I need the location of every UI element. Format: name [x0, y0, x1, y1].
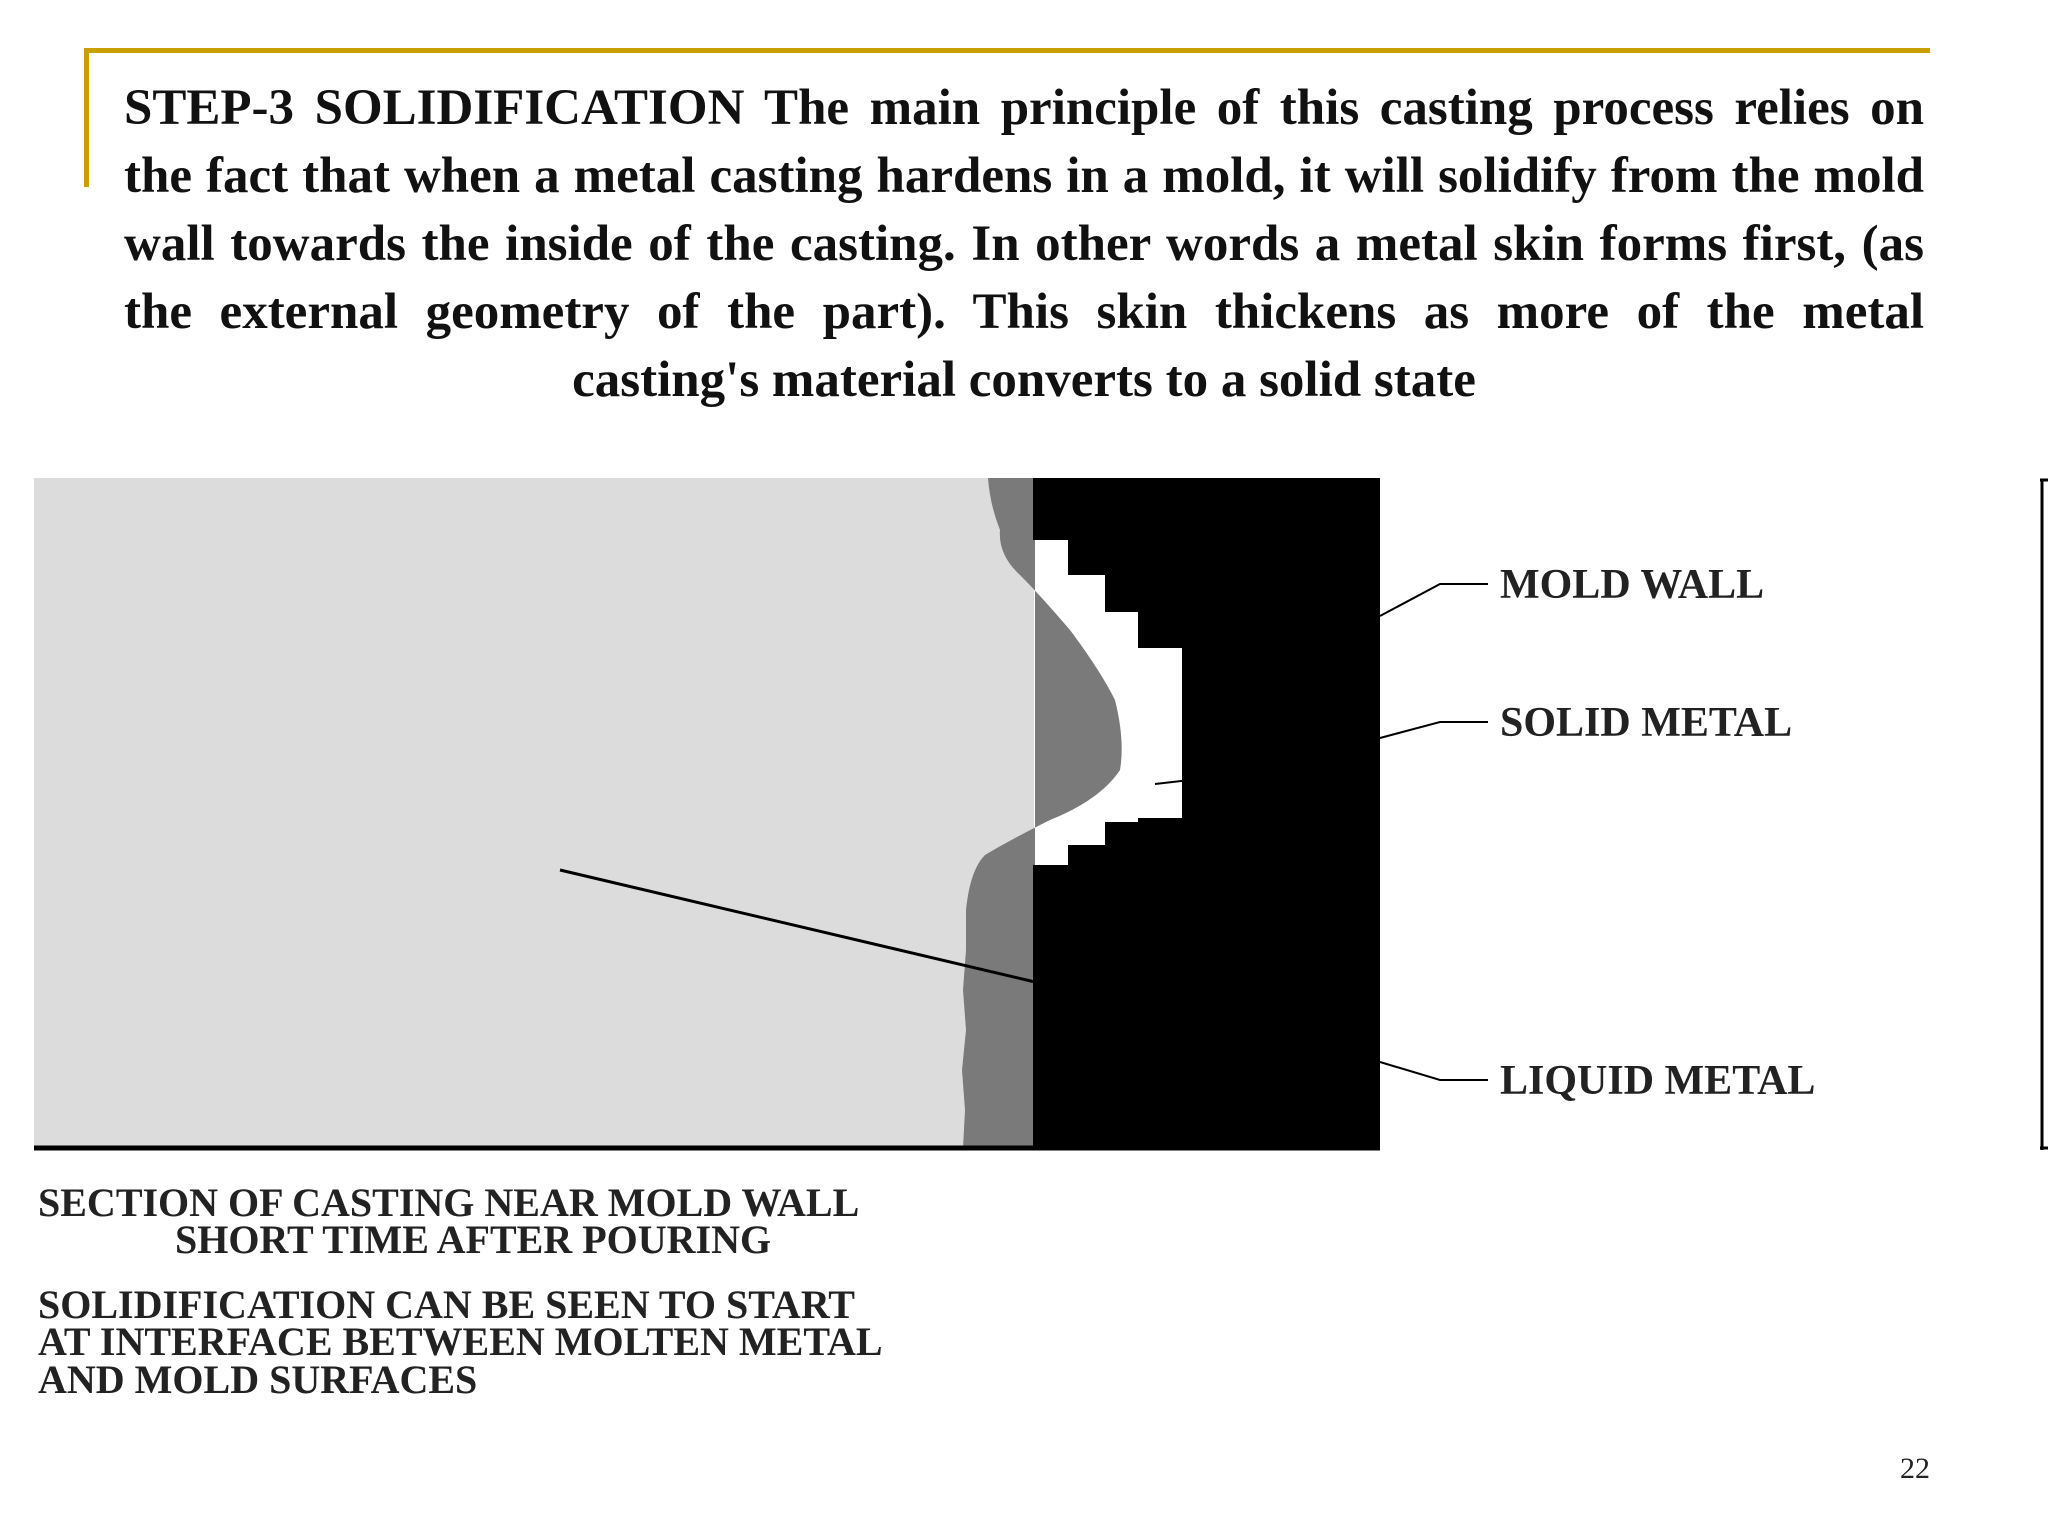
caption-solidification-line-2: AT INTERFACE BETWEEN MOLTEN METAL — [38, 1319, 883, 1364]
liquid-metal-region — [34, 478, 1034, 1148]
slide-body-text: STEP-3 SOLIDIFICATION The main principle… — [124, 74, 1924, 414]
liquid-metal-pointer — [559, 868, 1036, 984]
casting-section-diagram: MOLD WALL SOLID METAL LIQUID METAL SECTI… — [34, 478, 2048, 1402]
solid-metal-leader — [1379, 721, 1488, 739]
liquid-metal-label: LIQUID METAL — [1500, 1058, 1815, 1104]
mold-wall — [1033, 478, 1380, 1150]
slide-paragraph: The main principle of this casting proce… — [124, 80, 1924, 408]
mold-wall-label: MOLD WALL — [1500, 562, 1764, 608]
solid-metal-skin — [962, 478, 1122, 1148]
solid-metal-label: SOLID METAL — [1500, 700, 1792, 746]
mold-wall-leader — [1379, 583, 1488, 617]
liquid-metal-leader — [1379, 1061, 1488, 1081]
caption-section-line-2: SHORT TIME AFTER POURING — [175, 1217, 771, 1262]
slide-heading: STEP-3 SOLIDIFICATION — [124, 80, 745, 136]
right-edge-frame — [2040, 478, 2048, 1150]
caption-solidification-line-1: SOLIDIFICATION CAN BE SEEN TO START — [38, 1282, 855, 1327]
caption-solidification-line-3: AND MOLD SURFACES — [38, 1357, 477, 1402]
page-number: 22 — [1900, 1452, 1930, 1485]
title-accent-line-left — [84, 48, 89, 187]
solid-metal-pointer — [1154, 779, 1191, 785]
title-accent-line-top — [84, 48, 1930, 53]
caption-section-line-1: SECTION OF CASTING NEAR MOLD WALL — [38, 1180, 859, 1225]
